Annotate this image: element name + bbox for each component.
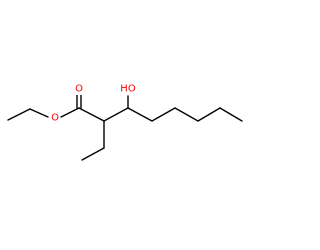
bond-alpha-carbinol <box>103 107 129 122</box>
bond-ethyl-ch2-ch3 <box>81 147 105 161</box>
bond-ethyl-ch3-ch2 <box>7 108 31 121</box>
molecule-canvas: O O HO <box>7 83 243 161</box>
ester-ether-oxygen-label: O <box>51 113 59 124</box>
bond-hexyl-2 <box>151 107 176 122</box>
bond-ethyl-ch2-o <box>29 108 49 118</box>
skeletal-structure: O O HO <box>7 83 243 161</box>
bond-hexyl-5 <box>219 107 243 122</box>
bond-hexyl-3 <box>174 107 199 122</box>
bond-hexyl-4 <box>197 107 221 122</box>
bond-carbonyl-alpha <box>78 107 105 122</box>
bond-hexyl-1 <box>127 107 153 122</box>
hydroxyl-label: HO <box>120 84 136 95</box>
bond-o-carbonyl <box>60 107 80 118</box>
carbonyl-oxygen-label: O <box>75 84 83 95</box>
